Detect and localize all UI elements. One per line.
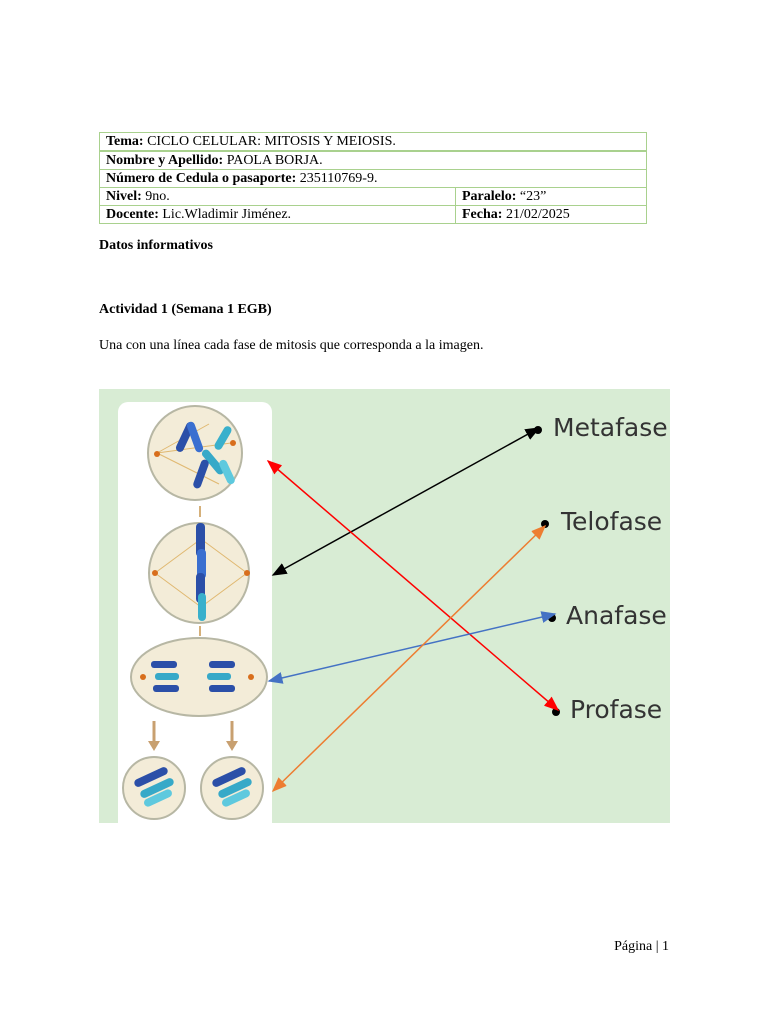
docente-label: Docente:	[106, 206, 159, 222]
telofase-label: Telofase	[561, 507, 663, 536]
nivel-value: 9no.	[141, 188, 170, 204]
telofase-connector	[271, 524, 547, 793]
fecha-cell: Fecha: 21/02/2025	[455, 205, 647, 224]
cedula-cell: Número de Cedula o pasaporte: 235110769-…	[99, 169, 647, 188]
instruction-text: Una con una línea cada fase de mitosis q…	[99, 338, 484, 353]
table-row: Número de Cedula o pasaporte: 235110769-…	[99, 169, 647, 188]
metafase-connector	[271, 427, 541, 576]
mitosis-figure: Metafase Telofase Anafase Profase	[99, 389, 670, 823]
profase-label: Profase	[570, 695, 663, 724]
anaphase-cell	[130, 637, 268, 717]
table-row: Nivel: 9no. Paralelo: “23”	[99, 187, 647, 206]
fecha-label: Fecha:	[462, 206, 503, 222]
docente-cell: Docente: Lic.Wladimir Jiménez.	[99, 205, 456, 224]
table-row: Docente: Lic.Wladimir Jiménez. Fecha: 21…	[99, 205, 647, 224]
mitosis-cells-illustration	[122, 405, 560, 820]
actividad-heading: Actividad 1 (Semana 1 EGB)	[99, 302, 272, 317]
datos-informativos-heading: Datos informativos	[99, 238, 213, 253]
cedula-value: 235110769-9.	[296, 170, 378, 186]
metafase-label: Metafase	[553, 413, 668, 442]
nivel-cell: Nivel: 9no.	[99, 187, 456, 206]
anafase-label: Anafase	[566, 601, 667, 630]
tema-value: CICLO CELULAR: MITOSIS Y MEIOSIS.	[143, 133, 396, 149]
tema-label: Tema:	[106, 133, 144, 149]
table-row: Nombre y Apellido: PAOLA BORJA.	[99, 150, 647, 170]
info-table: Tema: CICLO CELULAR: MITOSIS Y MEIOSIS. …	[99, 132, 647, 224]
telophase-cells	[122, 756, 264, 820]
metaphase-cell	[148, 522, 250, 624]
tema-cell: Tema: CICLO CELULAR: MITOSIS Y MEIOSIS.	[99, 132, 647, 152]
paralelo-value: “23”	[516, 188, 547, 204]
cedula-label: Número de Cedula o pasaporte:	[106, 170, 297, 186]
prophase-cell	[147, 405, 243, 501]
page-number: Página | 1	[614, 939, 669, 954]
nombre-cell: Nombre y Apellido: PAOLA BORJA.	[99, 150, 647, 170]
table-row: Tema: CICLO CELULAR: MITOSIS Y MEIOSIS.	[99, 132, 647, 152]
paralelo-label: Paralelo:	[462, 188, 517, 204]
docente-value: Lic.Wladimir Jiménez.	[158, 206, 292, 222]
fecha-value: 21/02/2025	[502, 206, 570, 222]
nombre-label: Nombre y Apellido:	[106, 152, 224, 168]
nivel-label: Nivel:	[106, 188, 142, 204]
nombre-value: PAOLA BORJA.	[223, 152, 323, 168]
paralelo-cell: Paralelo: “23”	[455, 187, 647, 206]
